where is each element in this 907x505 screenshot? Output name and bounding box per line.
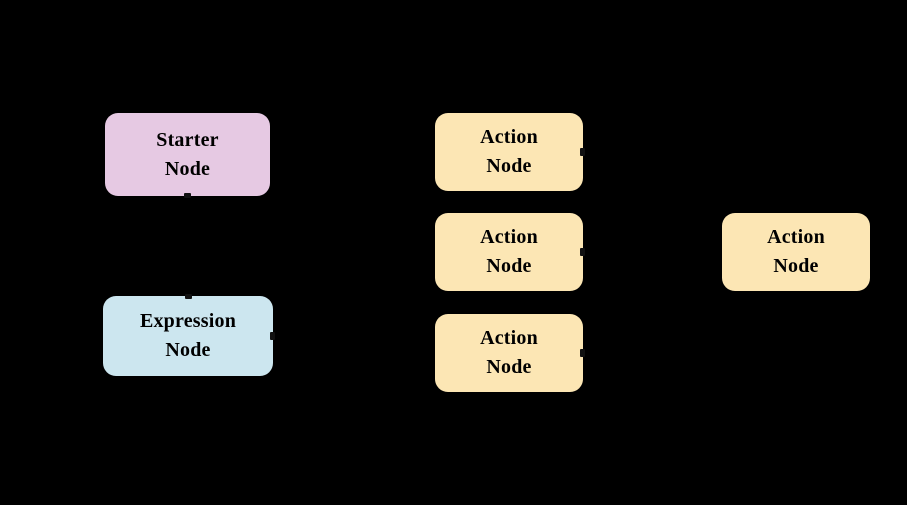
- node-action-2-label-line2: Node: [486, 255, 532, 277]
- connector-port-right-icon[interactable]: [270, 332, 275, 340]
- node-expression[interactable]: Expression Node: [103, 294, 275, 376]
- node-action-4-label-line1: Action: [767, 226, 825, 248]
- node-action-4[interactable]: Action Node: [722, 213, 870, 291]
- node-starter-label-line2: Node: [164, 157, 211, 180]
- connector-port-bottom-icon[interactable]: [184, 193, 191, 198]
- node-action-2[interactable]: Action Node: [435, 213, 585, 291]
- node-action-1-label-line1: Action: [480, 126, 538, 148]
- edge-action-1-to-action-4: [583, 151, 587, 153]
- node-action-1-label-line2: Node: [486, 155, 532, 177]
- edge-action-2-to-action-4: [583, 251, 587, 253]
- node-action-4-label-line2: Node: [773, 255, 819, 277]
- node-action-3-label-line2: Node: [486, 356, 532, 378]
- node-starter-label-line1: Starter: [156, 128, 219, 151]
- node-action-3-label-line1: Action: [480, 327, 538, 349]
- edge-starter-to-action-1: [186, 196, 188, 200]
- connector-port-right-icon[interactable]: [580, 248, 585, 256]
- node-action-3[interactable]: Action Node: [435, 314, 585, 392]
- node-expression-label-line1: Expression: [139, 310, 237, 332]
- connector-port-right-icon[interactable]: [580, 349, 585, 357]
- node-starter[interactable]: Starter Node: [105, 113, 270, 198]
- node-expression-label-line2: Node: [165, 339, 211, 361]
- edge-expression-to-action-2: [273, 335, 277, 337]
- connector-port-right-icon[interactable]: [580, 148, 585, 156]
- node-action-2-label-line1: Action: [480, 226, 538, 248]
- edge-action-3-to-action-4: [583, 352, 587, 354]
- connector-port-top-icon[interactable]: [184, 294, 192, 299]
- node-action-1[interactable]: Action Node: [435, 113, 585, 191]
